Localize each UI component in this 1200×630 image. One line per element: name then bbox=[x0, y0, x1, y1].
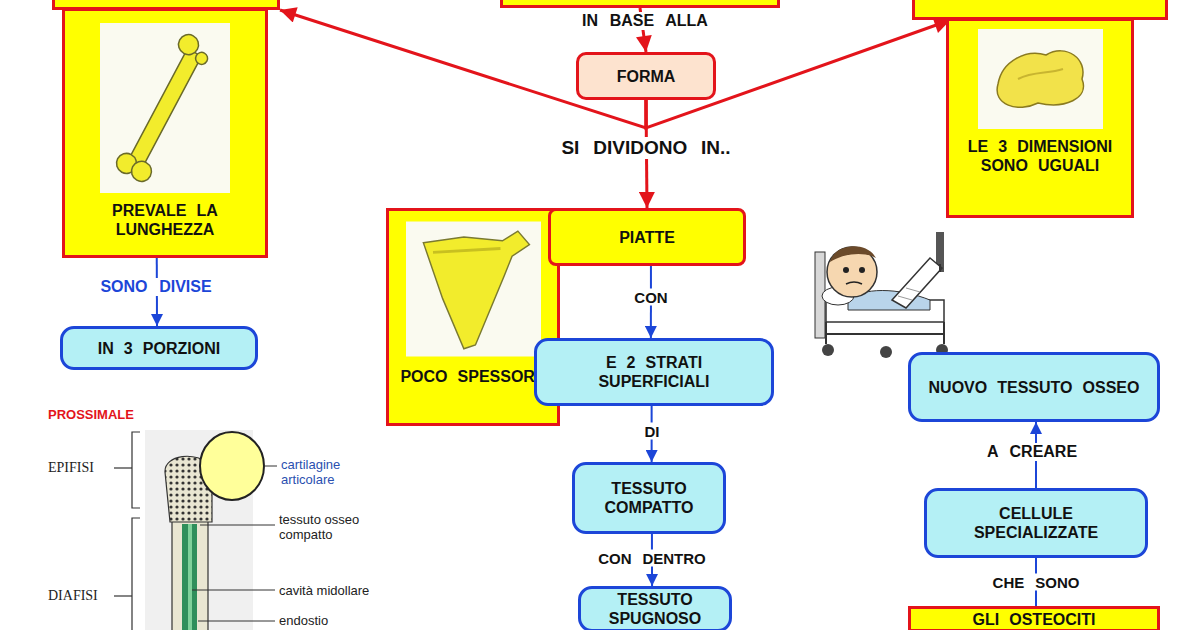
picture-panel: PREVALE LA LUNGHEZZA bbox=[62, 8, 268, 258]
box-text: E 2 STRATI SUPERFICIALI bbox=[547, 353, 761, 391]
bone-picture bbox=[406, 219, 541, 359]
edge-label: CON bbox=[629, 289, 672, 306]
box-text: CELLULE SPECIALIZZATE bbox=[937, 504, 1135, 542]
box-text: POCO SPESSORE bbox=[400, 367, 545, 386]
concept-box: IN 3 PORZIONI bbox=[60, 326, 258, 370]
bone-picture bbox=[978, 29, 1103, 129]
bone-section bbox=[145, 430, 264, 630]
edge-label: CHE SONO bbox=[988, 574, 1085, 591]
edge-label: DI bbox=[640, 423, 665, 440]
part-label: EPIFISI bbox=[48, 460, 94, 475]
box-text: FORMA bbox=[617, 67, 676, 86]
concept-box bbox=[912, 0, 1168, 20]
medullary-cavity bbox=[182, 524, 197, 630]
box-text: PREVALE LA LUNGHEZZA bbox=[73, 201, 257, 239]
concept-box bbox=[500, 0, 780, 8]
part-label: cavità midollare bbox=[279, 583, 369, 598]
box-text: TESSUTO SPUGNOSO bbox=[587, 590, 723, 628]
picture-panel: LE 3 DIMENSIONI SONO UGUALI bbox=[946, 18, 1134, 218]
box-text: IN 3 PORZIONI bbox=[98, 339, 220, 358]
edge-label: IN BASE ALLA bbox=[577, 12, 713, 30]
concept-box: PIATTE bbox=[548, 208, 746, 266]
box-text: NUOVO TESSUTO OSSEO bbox=[929, 378, 1140, 397]
part-label: tessuto osseo compatto bbox=[279, 512, 391, 542]
part-label: cartilagine articolare bbox=[281, 457, 373, 487]
box-text: PIATTE bbox=[619, 228, 675, 247]
concept-box: E 2 STRATI SUPERFICIALI bbox=[534, 338, 774, 406]
edge-label: CON DENTRO bbox=[593, 550, 711, 567]
edge-label: A CREARE bbox=[982, 443, 1082, 461]
cartilage bbox=[200, 432, 264, 500]
concept-box: NUOVO TESSUTO OSSEO bbox=[908, 352, 1160, 422]
concept-box: CELLULE SPECIALIZZATE bbox=[924, 488, 1148, 558]
leader-lines bbox=[192, 466, 277, 621]
box-text: GLI OSTEOCITI bbox=[973, 610, 1096, 629]
bone-picture bbox=[99, 23, 231, 193]
concept-box: TESSUTO COMPATTO bbox=[572, 462, 726, 534]
part-label: DIAFISI bbox=[48, 588, 98, 603]
box-text: LE 3 DIMENSIONI SONO UGUALI bbox=[957, 137, 1123, 175]
patient-cartoon bbox=[815, 232, 948, 358]
concept-box: GLI OSTEOCITI bbox=[908, 606, 1160, 630]
edge-label: SONO DIVISE bbox=[95, 278, 216, 296]
part-label: PROSSIMALE bbox=[48, 407, 134, 422]
part-label: endostio bbox=[279, 613, 328, 628]
brackets bbox=[114, 432, 140, 630]
edge-label: SI DIVIDONO IN.. bbox=[556, 137, 735, 159]
concept-box: TESSUTO SPUGNOSO bbox=[578, 586, 732, 630]
box-text: TESSUTO COMPATTO bbox=[585, 479, 713, 517]
concept-box: FORMA bbox=[576, 52, 716, 100]
